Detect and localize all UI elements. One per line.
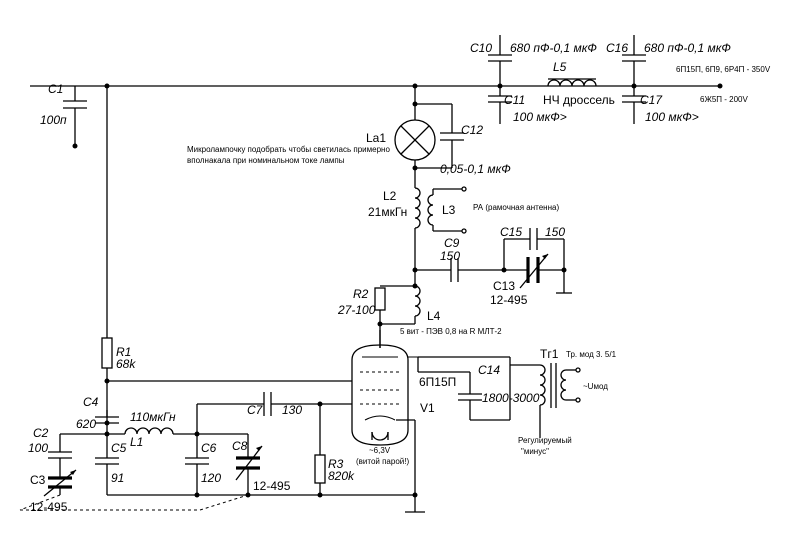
c1-label: C1 (48, 82, 63, 96)
c10-value: 680 пФ-0,1 мкФ (510, 41, 597, 55)
reg-label-1: Регулируемый (518, 436, 572, 445)
c3-value: 12-495 (30, 500, 68, 514)
tube-v1: 6П15П V1 ~6,3V (витой парой!) (320, 330, 456, 466)
r1-label: R1 (116, 345, 131, 359)
c8-label: C8 (232, 439, 248, 453)
l3-label: L3 (442, 203, 456, 217)
l2-l3: L2 21мкГн L3 РА (рамочная антенна) (368, 186, 559, 270)
c5-label: C5 (111, 441, 127, 455)
c14-value: 1800-3000 (482, 391, 540, 405)
l5-choke: L5 НЧ дроссель (543, 60, 615, 107)
c12-value: 0,05-0,1 мкФ (440, 162, 511, 176)
grid-circuit: C4 620 C2 100 C3 12-495 110мкГн L1 C5 91… (19, 392, 425, 514)
c16-c17: C16 680 пФ-0,1 мкФ C17 100 мкФ> 6П15П, 6… (606, 35, 771, 124)
l2-label: L2 (383, 189, 397, 203)
c7-label: C7 (247, 403, 264, 417)
c5-value: 91 (111, 471, 124, 485)
r2-value: 27-100 (337, 303, 376, 317)
c15-label: C15 (500, 225, 522, 239)
c11-label: C11 (504, 93, 525, 107)
l5-label: L5 (553, 60, 567, 74)
tr1-value: Тр. мод 3. 5/1 (566, 350, 617, 359)
r3-label: R3 (328, 457, 344, 471)
r1-resistor: R1 68k (101, 86, 352, 423)
l5-value: НЧ дроссель (543, 93, 615, 107)
la1-label: La1 (366, 131, 386, 145)
c9-label: C9 (444, 236, 460, 250)
c12-label: C12 (461, 123, 483, 137)
plate-to-transformer: C14 1800-3000 (379, 330, 540, 421)
heater-1: ~6,3V (369, 446, 391, 455)
tr1-label: Тг1 (540, 347, 559, 361)
rail-label-1: 6П15П, 6П9, 6Р4П - 350V (676, 65, 771, 74)
lamp-note-1: Микролампочку подобрать чтобы светилась … (187, 145, 390, 154)
l4-label: L4 (427, 309, 441, 323)
rail-label-2: 6Ж5П - 200V (700, 95, 748, 104)
r2-label: R2 (353, 287, 369, 301)
r1-value: 68k (116, 357, 136, 371)
c7-value: 130 (282, 403, 302, 417)
l2-value: 21мкГн (368, 205, 407, 219)
c15-value: 150 (545, 225, 565, 239)
c10-label: C10 (470, 41, 492, 55)
tube-label: V1 (420, 401, 435, 415)
c8-value: 12-495 (253, 479, 291, 493)
c16-value: 680 пФ-0,1 мкФ (644, 41, 731, 55)
umod-label: ~Uмод (583, 382, 608, 391)
c13-label: C13 (493, 279, 515, 293)
top-rail (30, 83, 723, 89)
r2-l4: R2 27-100 L4 5 вит - ПЭВ 0,8 на R МЛТ-2 (337, 270, 502, 348)
l1-label: L1 (130, 435, 143, 449)
c3-label: C3 (30, 473, 46, 487)
heater-2: (витой парой!) (356, 457, 409, 466)
r3-value: 820k (328, 469, 355, 483)
c4-value: 620 (76, 417, 96, 431)
c9-value: 150 (440, 249, 460, 263)
c2-label: C2 (33, 426, 49, 440)
tube-type: 6П15П (419, 375, 456, 389)
c17-value: 100 мкФ> (645, 110, 699, 124)
c6-value: 120 (201, 471, 221, 485)
c4-label: C4 (83, 395, 99, 409)
c1-value: 100п (40, 113, 67, 127)
l3-value: РА (рамочная антенна) (473, 203, 559, 212)
l4-value: 5 вит - ПЭВ 0,8 на R МЛТ-2 (400, 327, 502, 336)
c10-c11: C10 680 пФ-0,1 мкФ C11 100 мкФ> (470, 35, 597, 124)
reg-label-2: "минус" (521, 447, 549, 456)
c6-label: C6 (201, 441, 217, 455)
c9-c13-c15: C9 150 C15 150 C13 12-495 (412, 225, 572, 307)
c2-value: 100 (28, 441, 48, 455)
lamp-note-2: вполнакала при номинальном токе лампы (187, 156, 345, 165)
c14-label: C14 (478, 363, 500, 377)
tr1-transformer: Тг1 Тр. мод 3. 5/1 ~Uмод Регулируемый "м… (510, 347, 617, 456)
c1-capacitor: C1 100п (40, 82, 87, 149)
la1-lamp: La1 C12 0,05-0,1 мкФ Микролампочку подоб… (187, 86, 511, 188)
c17-label: C17 (640, 93, 663, 107)
c11-value: 100 мкФ> (513, 110, 567, 124)
l1-value: 110мкГн (130, 410, 176, 424)
c16-label: C16 (606, 41, 628, 55)
c13-value: 12-495 (490, 293, 528, 307)
